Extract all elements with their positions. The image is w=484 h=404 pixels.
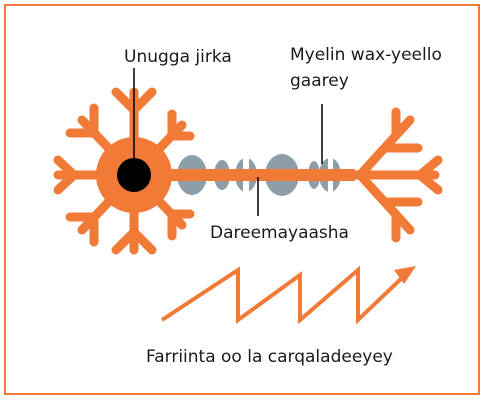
nucleus-label: Unugga jirka — [124, 47, 232, 67]
signal-label: Farriinta oo la carqaladeeyey — [146, 347, 393, 367]
axon — [150, 169, 355, 181]
axon-label: Dareemayaasha — [210, 223, 349, 243]
myelin-label-line2: gaarey — [290, 71, 349, 91]
myelin-label-line1: Myelin wax-yeello — [290, 45, 442, 65]
